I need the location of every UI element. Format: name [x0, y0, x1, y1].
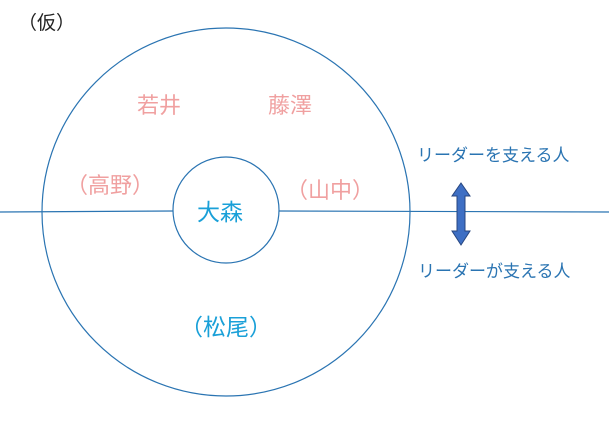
name-left: （高野）	[66, 174, 155, 199]
divider-line-right	[278, 210, 609, 213]
double-arrow-icon	[451, 182, 471, 246]
inner-circle	[172, 156, 280, 264]
side-label-top: リーダーを支える人	[417, 146, 570, 166]
divider-line-left	[0, 210, 174, 213]
name-upper-left: 若井	[137, 94, 182, 119]
provisional-tag: （仮）	[18, 12, 76, 34]
name-bottom: （松尾）	[180, 315, 272, 341]
name-upper-right: 藤澤	[268, 94, 313, 119]
name-right: （山中）	[286, 179, 375, 204]
side-label-bottom: リーダーが支える人	[418, 262, 571, 282]
name-center: 大森	[197, 200, 243, 226]
